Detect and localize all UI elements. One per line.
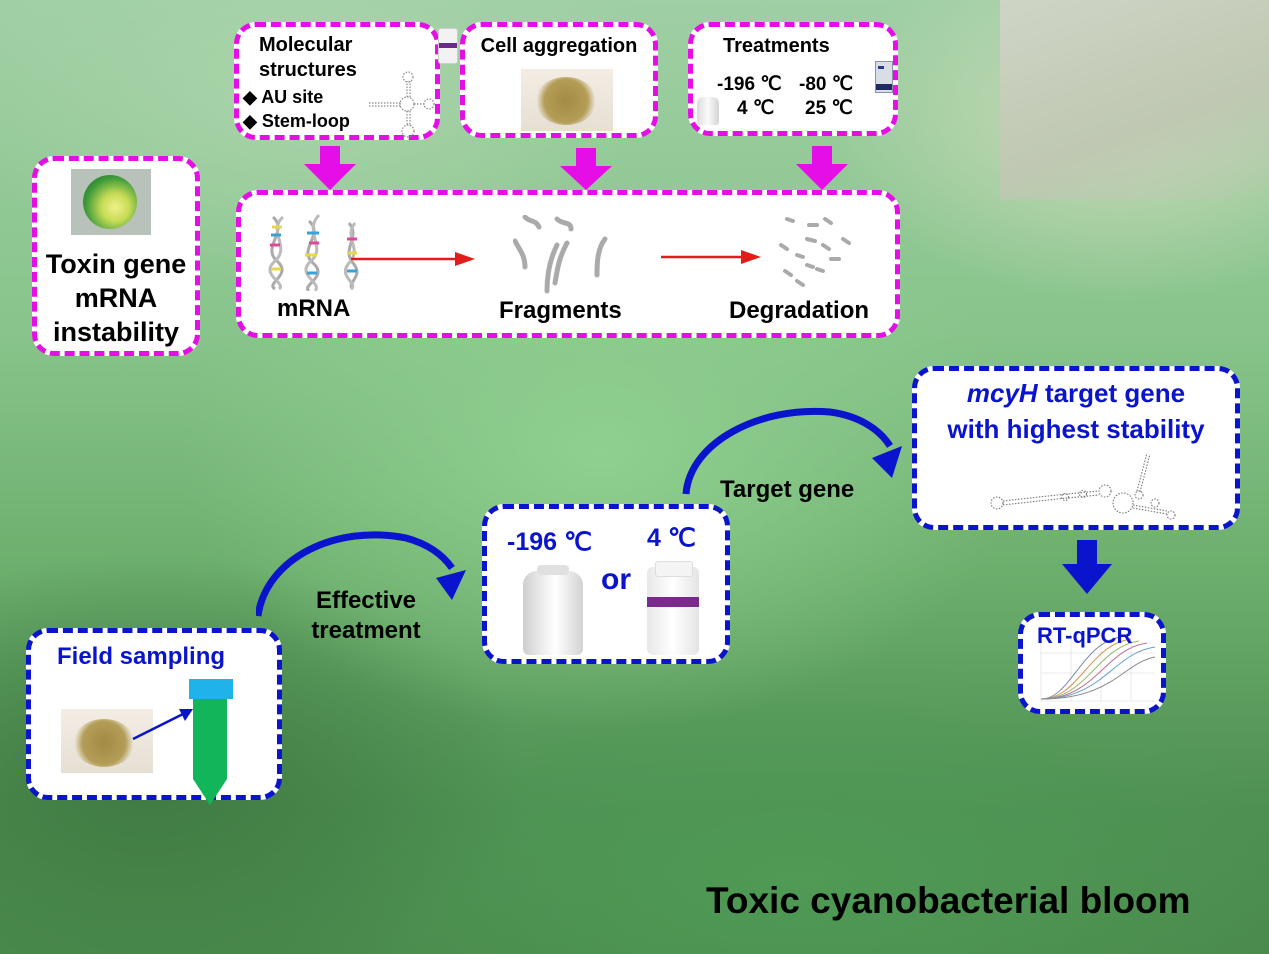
target-gene-label: Target gene bbox=[720, 476, 855, 503]
target-gene-title: mcyH target gene with highest stability bbox=[947, 378, 1205, 444]
mcyh-target-gene-box: mcyH target gene with highest stability bbox=[912, 366, 1240, 530]
rna-stem-loop-icon bbox=[369, 71, 435, 138]
mrna-helix-icon bbox=[268, 213, 359, 291]
cell-aggregate-image bbox=[521, 69, 613, 131]
cell-aggregation-box: Cell aggregation bbox=[460, 22, 658, 138]
sample-transfer-arrow bbox=[132, 709, 193, 741]
bullet-au-site: ◆ AU site bbox=[243, 87, 324, 107]
background-stone-wall bbox=[1000, 0, 1269, 200]
treatments-title: Treatments bbox=[723, 35, 830, 57]
storage-option-4: 4 ℃ bbox=[647, 524, 696, 552]
field-sampling-box: Field sampling bbox=[26, 628, 282, 805]
pink-down-arrow-1 bbox=[304, 146, 356, 190]
toxin-gene-line3: instability bbox=[52, 317, 180, 347]
stage-fragments-label: Fragments bbox=[499, 297, 622, 324]
toxin-gene-line1: Toxin gene bbox=[45, 249, 187, 279]
degraded-pieces-icon bbox=[779, 217, 851, 287]
liquid-nitrogen-tank-icon bbox=[697, 97, 719, 125]
field-cell-aggregate-image bbox=[61, 709, 153, 773]
toxin-gene-line2: mRNA bbox=[74, 283, 158, 313]
toxin-gene-box: Toxin gene mRNA instability bbox=[32, 156, 200, 356]
storage-options-box: -196 ℃ 4 ℃ or bbox=[482, 504, 730, 664]
bullet-stem-loop: ◆ Stem-loop bbox=[243, 111, 350, 131]
gene-name-mcyh: mcyH bbox=[966, 378, 1038, 408]
stage-mrna-label: mRNA bbox=[277, 295, 351, 322]
rnastore-reagent-bottle-icon bbox=[647, 561, 699, 655]
temp-4: 4 ℃ bbox=[737, 98, 775, 119]
diamond-bullet-icon: ◆ bbox=[243, 111, 257, 131]
mrna-degradation-process-box: mRNA Fragments Degradation bbox=[236, 190, 900, 338]
temp-25: 25 ℃ bbox=[805, 98, 853, 119]
cell-aggregation-title: Cell aggregation bbox=[480, 35, 638, 57]
storage-option-minus196: -196 ℃ bbox=[507, 528, 593, 556]
mcyh-secondary-structure-icon bbox=[990, 452, 1176, 520]
stage-degradation-label: Degradation bbox=[729, 297, 870, 324]
molecular-structures-box: Molecular structures ◆ AU site ◆ Stem-lo… bbox=[234, 22, 440, 140]
rt-qpcr-box: RT-qPCR bbox=[1018, 612, 1166, 714]
rt-qpcr-label: RT-qPCR bbox=[1037, 623, 1133, 648]
pink-down-arrow-3 bbox=[796, 146, 848, 190]
ultra-low-freezer-icon bbox=[875, 61, 893, 93]
effective-treatment-label: Effective treatment bbox=[311, 587, 421, 644]
curved-arrow-effective-treatment bbox=[256, 531, 466, 617]
amplification-curves-chart bbox=[1040, 633, 1156, 702]
diamond-bullet-icon: ◆ bbox=[243, 87, 257, 107]
treatments-box: Treatments -196 ℃ -80 ℃ 4 ℃ 25 ℃ bbox=[688, 22, 898, 136]
field-sampling-title: Field sampling bbox=[57, 643, 226, 670]
cyanobacteria-cell-image bbox=[71, 169, 151, 235]
pink-down-arrow-2 bbox=[560, 148, 612, 190]
sample-tube-icon bbox=[189, 679, 233, 805]
red-process-arrow-1 bbox=[351, 252, 475, 266]
molecular-title-line1: Molecular bbox=[259, 34, 353, 56]
temp-minus196: -196 ℃ bbox=[717, 74, 782, 95]
figure-caption-title: Toxic cyanobacterial bloom bbox=[706, 880, 1191, 921]
rna-fragments-icon bbox=[513, 215, 608, 294]
reagent-bottle-icon bbox=[438, 28, 458, 64]
red-process-arrow-2 bbox=[661, 250, 761, 264]
liquid-nitrogen-tank-icon bbox=[523, 565, 583, 655]
curved-arrow-target-gene bbox=[682, 407, 902, 495]
blue-down-arrow bbox=[1062, 540, 1112, 594]
or-connector: or bbox=[601, 563, 631, 596]
temp-minus80: -80 ℃ bbox=[799, 74, 854, 95]
molecular-title-line2: structures bbox=[259, 59, 357, 81]
